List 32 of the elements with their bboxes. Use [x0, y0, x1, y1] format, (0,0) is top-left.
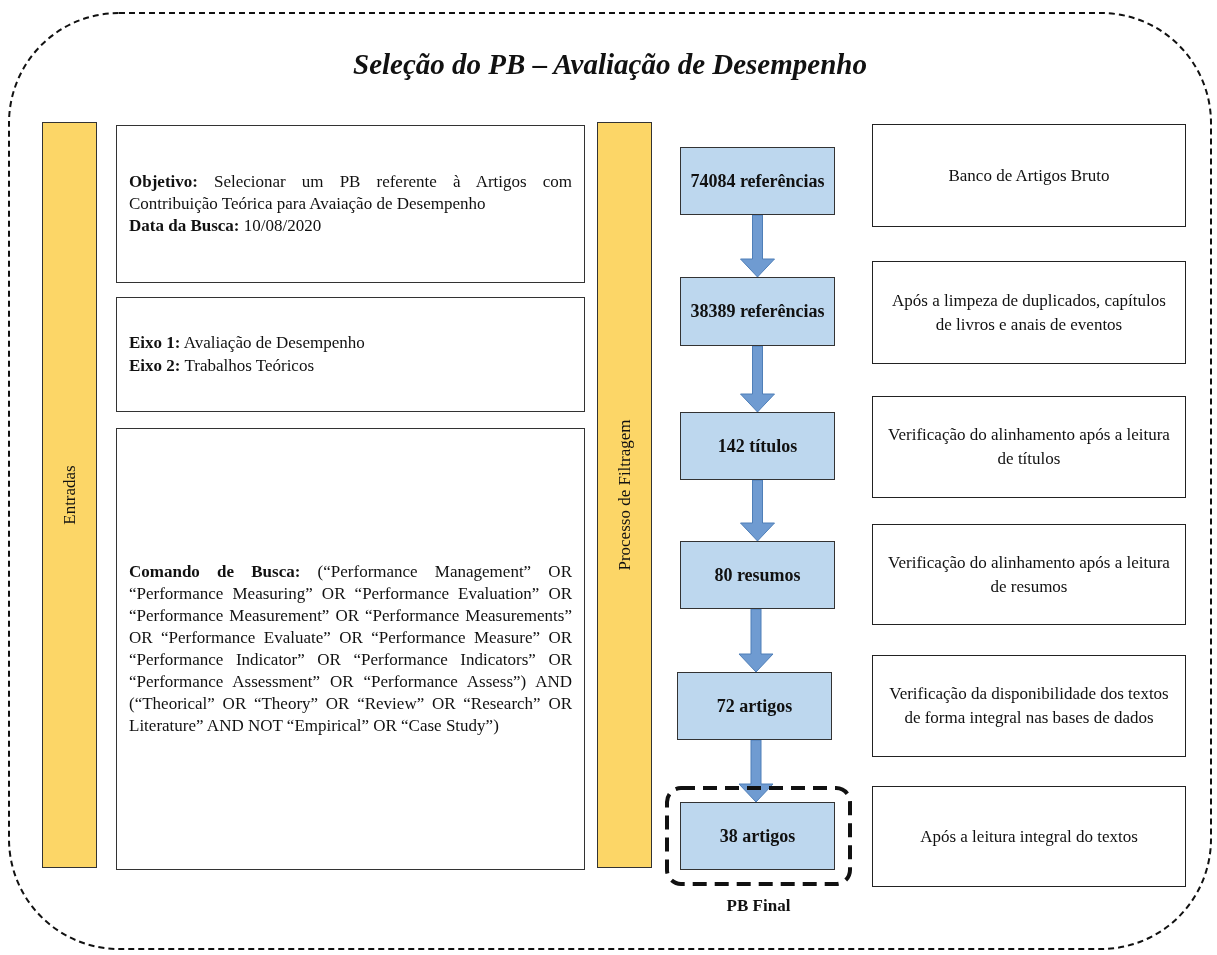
info-text: Eixo 1: Avaliação de Desempenho: [129, 332, 366, 355]
info-box: [116, 428, 585, 870]
count-box: 80 resumos: [680, 541, 835, 609]
description-box: Banco de Artigos Bruto: [872, 124, 1186, 227]
dashed-frame: [8, 12, 1212, 950]
count-box: 74084 referências: [680, 147, 835, 215]
info-box: [116, 297, 585, 412]
highlight-label: PB Final: [725, 896, 792, 916]
vertical-band: [597, 122, 652, 868]
block-arrow: [738, 608, 774, 673]
block-arrow: [740, 214, 775, 278]
block-arrow: [740, 479, 775, 542]
count-box: 72 artigos: [677, 672, 832, 740]
info-box: [116, 125, 585, 283]
description-box: Após a limpeza de duplicados, capítulos de livros e anais de eventos: [872, 261, 1186, 364]
info-text: Data da Busca: 10/08/2020: [129, 215, 323, 238]
info-text: Comando de Busca: (“Performance Management” OR “Performance Measuring” OR “Performance Evaluation” OR “Performance Measurement” OR “Performance Measurements” OR “Performance Evaluate” OR “Performance Measure” OR “Performance Indicator” OR “Performance Indicators” OR “Performance Assessment” OR “Performance Assess”) AND (“Theorical” OR “Theory” OR “Review” OR “Research” OR Literature” AND NOT “Empirical” OR “Case Study”): [129, 560, 572, 738]
vertical-band: [42, 122, 97, 868]
frame-label: Seleção do PB – Avaliação de Desempenho: [352, 48, 868, 81]
count-box: 38 artigos: [680, 802, 835, 870]
info-text: Eixo 2: Trabalhos Teóricos: [129, 354, 316, 377]
block-arrow: [738, 739, 774, 803]
count-box: 142 títulos: [680, 412, 835, 480]
description-box: Verificação do alinhamento após a leitura de resumos: [872, 524, 1186, 625]
description-box: Verificação da disponibilidade dos textos de forma integral nas bases de dados: [872, 655, 1186, 757]
block-arrow: [740, 345, 775, 413]
band-label: Processo de Filtragem: [614, 419, 635, 571]
band-label: Entradas: [59, 465, 80, 525]
description-box: Verificação do alinhamento após a leitura de títulos: [872, 396, 1186, 498]
description-box: Após a leitura integral do textos: [872, 786, 1186, 887]
count-box: 38389 referências: [680, 277, 835, 346]
info-text: Objetivo: Selecionar um PB referente à Artigos com Contribuição Teórica para Avaiação de Desempenho: [129, 170, 572, 215]
